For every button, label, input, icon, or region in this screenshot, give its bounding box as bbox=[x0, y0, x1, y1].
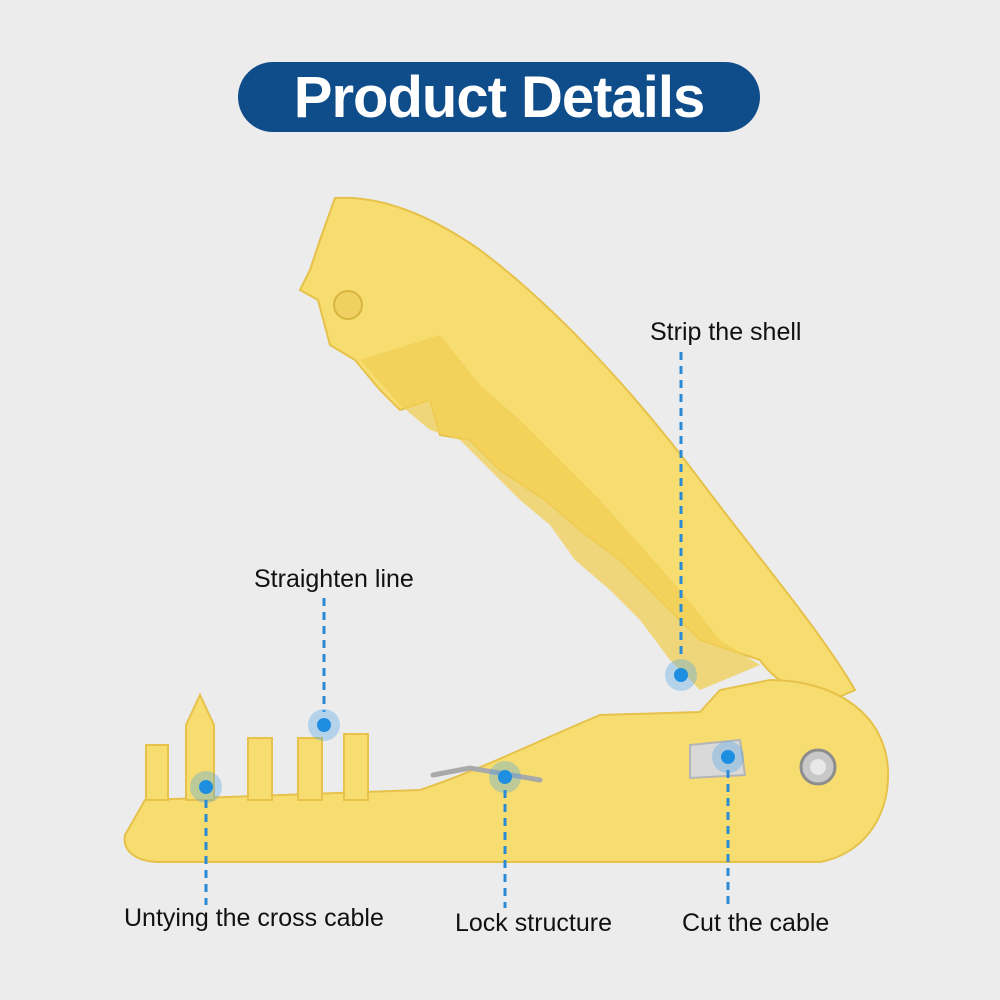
tooth-3 bbox=[297, 737, 323, 801]
callout-dot-strip bbox=[674, 668, 688, 682]
upper-arm-inner bbox=[360, 335, 760, 690]
page-title: Product Details bbox=[238, 62, 760, 132]
label-strip-the-shell: Strip the shell bbox=[650, 318, 802, 346]
blade bbox=[689, 738, 747, 780]
callout-dot-straighten bbox=[317, 718, 331, 732]
label-lock-structure: Lock structure bbox=[455, 909, 613, 937]
tooth-1 bbox=[145, 744, 169, 801]
lock-wire bbox=[430, 765, 543, 783]
callout-lock bbox=[489, 761, 521, 908]
label-cut-the-cable: Cut the cable bbox=[682, 909, 830, 937]
label-untying-cross-cable: Untying the cross cable bbox=[124, 904, 384, 932]
callout-dot-untying bbox=[199, 780, 213, 794]
tooth-4 bbox=[343, 733, 369, 801]
callout-strip-shell bbox=[665, 352, 697, 691]
callout-dot-lock bbox=[498, 770, 512, 784]
callout-untying bbox=[190, 771, 222, 905]
callout-dot-cut bbox=[721, 750, 735, 764]
callout-cut bbox=[712, 741, 744, 908]
tooth-2 bbox=[247, 737, 273, 801]
label-straighten-line: Straighten line bbox=[254, 565, 414, 593]
left-spike bbox=[185, 692, 215, 801]
upper-arm-shell bbox=[298, 196, 857, 707]
callout-straighten bbox=[308, 598, 340, 741]
upper-arm-hole bbox=[333, 290, 363, 320]
upper-arm bbox=[298, 196, 857, 707]
pivot-rivet-center bbox=[810, 759, 826, 775]
